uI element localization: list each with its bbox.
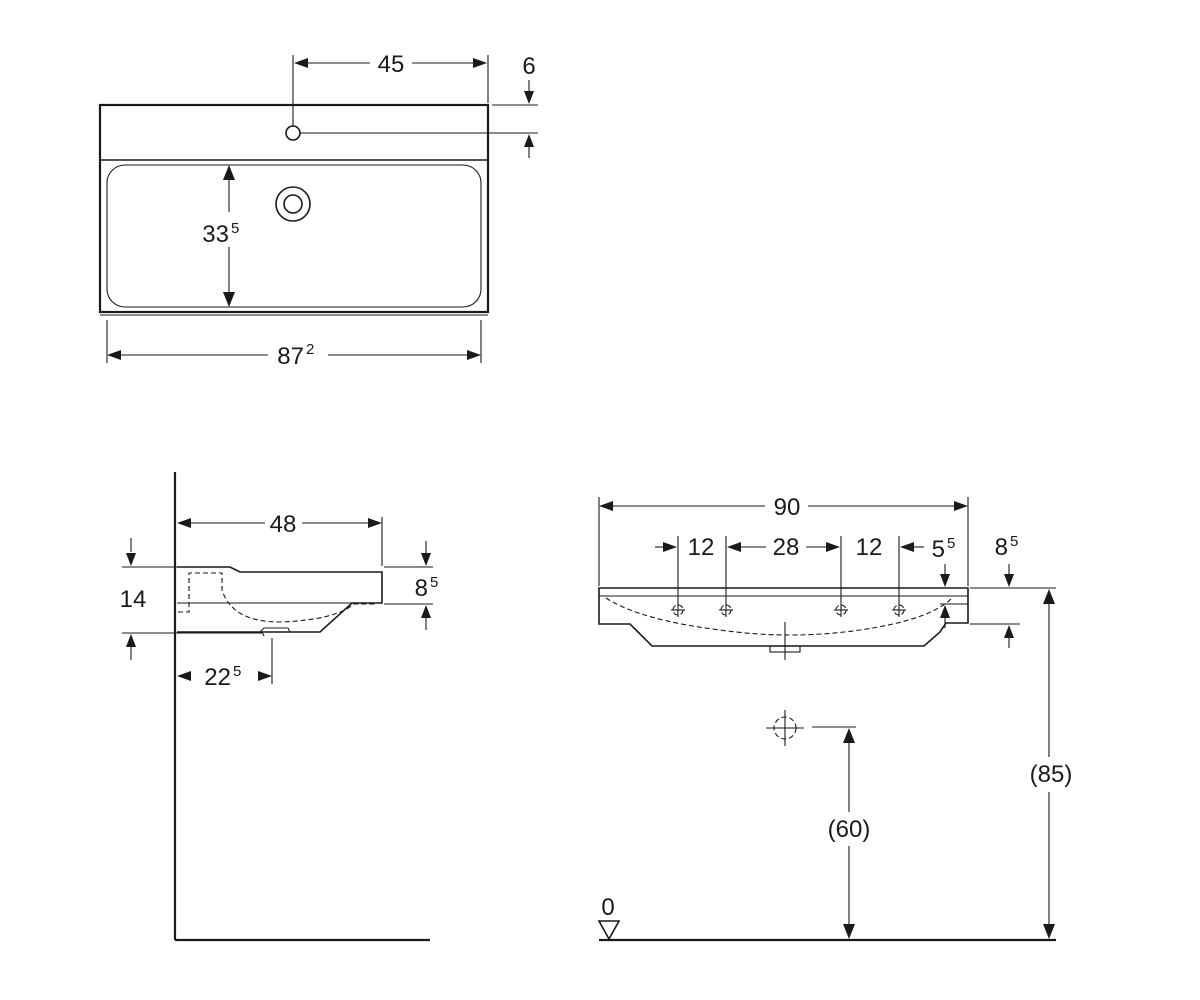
dim-fix-a: 12: [688, 534, 715, 561]
dim-tap-offset: 45: [378, 51, 405, 78]
bowl-outline: [106, 164, 482, 308]
dim-mount-height: (85): [1030, 761, 1073, 788]
fixing-hole-icon: [834, 603, 848, 617]
dim-depth: 33: [202, 221, 229, 248]
dim-overall-width: 87: [277, 343, 304, 370]
fixing-hole-icon: [719, 603, 733, 617]
dim-waste-offset: 22: [204, 664, 231, 691]
basin-profile: [177, 566, 383, 633]
waste-outlet-icon: [766, 710, 804, 746]
dim-rim-sup: 5: [430, 574, 438, 591]
fixing-hole-icon: [671, 603, 685, 617]
dim-fix-b: 28: [773, 534, 800, 561]
fixing-hole-icon: [892, 603, 906, 617]
dim-waste-offset-sup: 5: [233, 663, 241, 680]
front-view: 0 90 12 28 12 5 5: [597, 494, 1073, 942]
dim-tap-depth: 6: [522, 53, 535, 80]
dim-projection: 48: [270, 511, 297, 538]
drain-icon: [275, 186, 311, 222]
tap-hole-icon: [285, 125, 301, 141]
top-view: 45 6 33 5 87 2: [98, 51, 538, 370]
floor-label: 0: [601, 894, 614, 921]
dim-rim: 8: [415, 575, 428, 602]
basin-front: [598, 587, 969, 647]
dim-fix-d: 5: [932, 536, 945, 563]
dim-depth-sup: 5: [231, 220, 239, 237]
dim-fix-c: 12: [856, 534, 883, 561]
side-view: 48 14 8 5 22 5: [120, 472, 438, 942]
floor-datum-icon: [597, 920, 621, 941]
dim-overall-width-sup: 2: [306, 341, 314, 358]
dim-width: 90: [774, 494, 801, 521]
dim-height: 14: [120, 586, 147, 613]
dim-fix-d-sup: 5: [947, 535, 955, 552]
dim-waste-height: (60): [828, 816, 871, 843]
dim-rim-sup: 5: [1010, 533, 1018, 550]
dim-rim: 8: [995, 534, 1008, 561]
basin-outline: [98, 103, 490, 314]
